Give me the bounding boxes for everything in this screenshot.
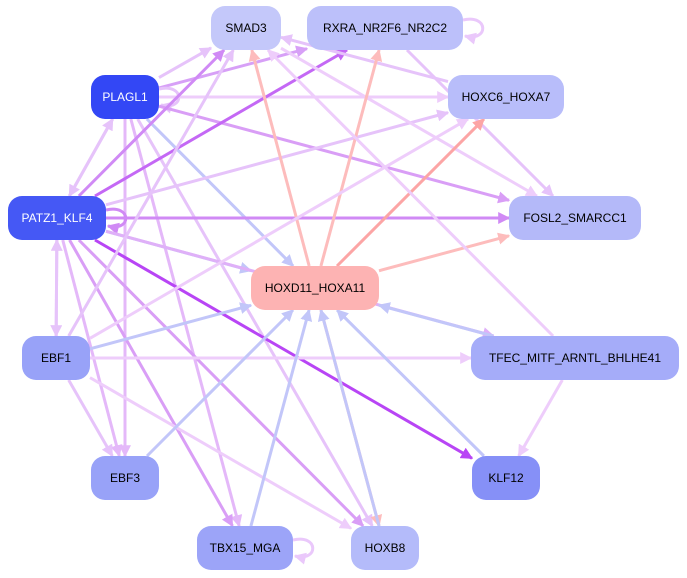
edge-patz1-to-smad3 (77, 48, 226, 198)
node-box (211, 6, 281, 50)
node-box (509, 196, 641, 240)
edge-rxra-to-rxra (462, 17, 485, 45)
edge-patz1-to-hoxc6 (105, 109, 450, 207)
edge-ebf3-to-hoxd11 (145, 308, 295, 458)
node-label: PATZ1_KLF4 (22, 211, 93, 225)
node-box (91, 456, 159, 500)
node-label: PLAGL1 (102, 90, 148, 104)
edge-plagl1-to-rxra (158, 45, 309, 90)
edges-layer (50, 17, 564, 565)
edge-patz1-to-rxra (94, 48, 349, 198)
edge-ebf1-to-hoxb8 (89, 376, 353, 530)
node-box (197, 526, 293, 570)
edge-smad3-to-fosl2 (280, 46, 538, 198)
edge-patz1-to-plagl1 (68, 117, 114, 197)
node-klf12[interactable]: KLF12 (472, 456, 540, 500)
node-label: SMAD3 (225, 21, 267, 35)
node-hoxb8[interactable]: HOXB8 (351, 526, 419, 570)
edge-hoxc6-to-smad3 (279, 34, 449, 84)
node-hoxd11[interactable]: HOXD11_HOXA11 (251, 266, 379, 310)
edge-hoxb8-to-hoxd11 (317, 308, 381, 527)
edge-tfec-to-smad3 (266, 48, 555, 338)
node-smad3[interactable]: SMAD3 (211, 6, 281, 50)
edge-ebf1-to-hoxd11 (89, 302, 253, 351)
node-patz1[interactable]: PATZ1_KLF4 (8, 196, 106, 240)
edge-tfec-to-klf12 (517, 379, 564, 458)
node-box (8, 196, 106, 240)
edge-hoxd11-to-smad3 (248, 48, 311, 267)
node-label: FOSL2_SMARCC1 (523, 211, 627, 225)
edge-tfec-to-hoxd11 (377, 302, 494, 338)
edge-hoxd11-to-rxra (319, 48, 383, 267)
node-label: RXRA_NR2F6_NR2C2 (323, 21, 447, 35)
node-ebf1[interactable]: EBF1 (22, 336, 90, 380)
edge-hoxd11-to-fosl2 (378, 232, 511, 273)
node-rxra[interactable]: RXRA_NR2F6_NR2C2 (307, 6, 463, 50)
edge-plagl1-to-hoxd11 (145, 117, 295, 268)
node-box (251, 266, 379, 310)
node-label: TFEC_MITF_ARNTL_BHLHE41 (489, 351, 661, 365)
edge-plagl1-to-smad3 (158, 46, 213, 79)
node-label: EBF1 (41, 351, 71, 365)
edge-patz1-to-klf12 (94, 238, 474, 460)
node-tfec[interactable]: TFEC_MITF_ARNTL_BHLHE41 (471, 336, 679, 380)
node-box (448, 75, 564, 119)
node-label: EBF3 (110, 471, 140, 485)
node-label: KLF12 (488, 471, 524, 485)
edge-ebf1-to-smad3 (67, 48, 235, 337)
node-fosl2[interactable]: FOSL2_SMARCC1 (509, 196, 641, 240)
node-label: HOXB8 (365, 541, 406, 555)
edge-plagl1-to-hoxb8 (136, 118, 374, 528)
edge-klf12-to-hoxd11 (336, 308, 485, 458)
edge-tbx15-to-hoxd11 (249, 308, 313, 527)
node-label: HOXD11_HOXA11 (265, 281, 366, 295)
node-box (471, 336, 679, 380)
node-label: HOXC6_HOXA7 (462, 90, 551, 104)
node-ebf3[interactable]: EBF3 (91, 456, 159, 500)
edge-ebf1-to-patz1 (50, 238, 63, 337)
edge-ebf1-to-ebf3 (67, 379, 114, 458)
edge-plagl1-to-fosl2 (158, 104, 511, 204)
edge-ebf1-to-hoxc6 (89, 117, 470, 340)
node-box (22, 336, 90, 380)
node-box (351, 526, 419, 570)
node-tbx15[interactable]: TBX15_MGA (197, 526, 293, 570)
node-plagl1[interactable]: PLAGL1 (91, 75, 159, 119)
node-hoxc6[interactable]: HOXC6_HOXA7 (448, 75, 564, 119)
node-box (472, 456, 540, 500)
edge-tbx15-to-tbx15 (292, 537, 315, 565)
node-label: TBX15_MGA (210, 541, 281, 555)
node-box (91, 75, 159, 119)
node-box (307, 6, 463, 50)
